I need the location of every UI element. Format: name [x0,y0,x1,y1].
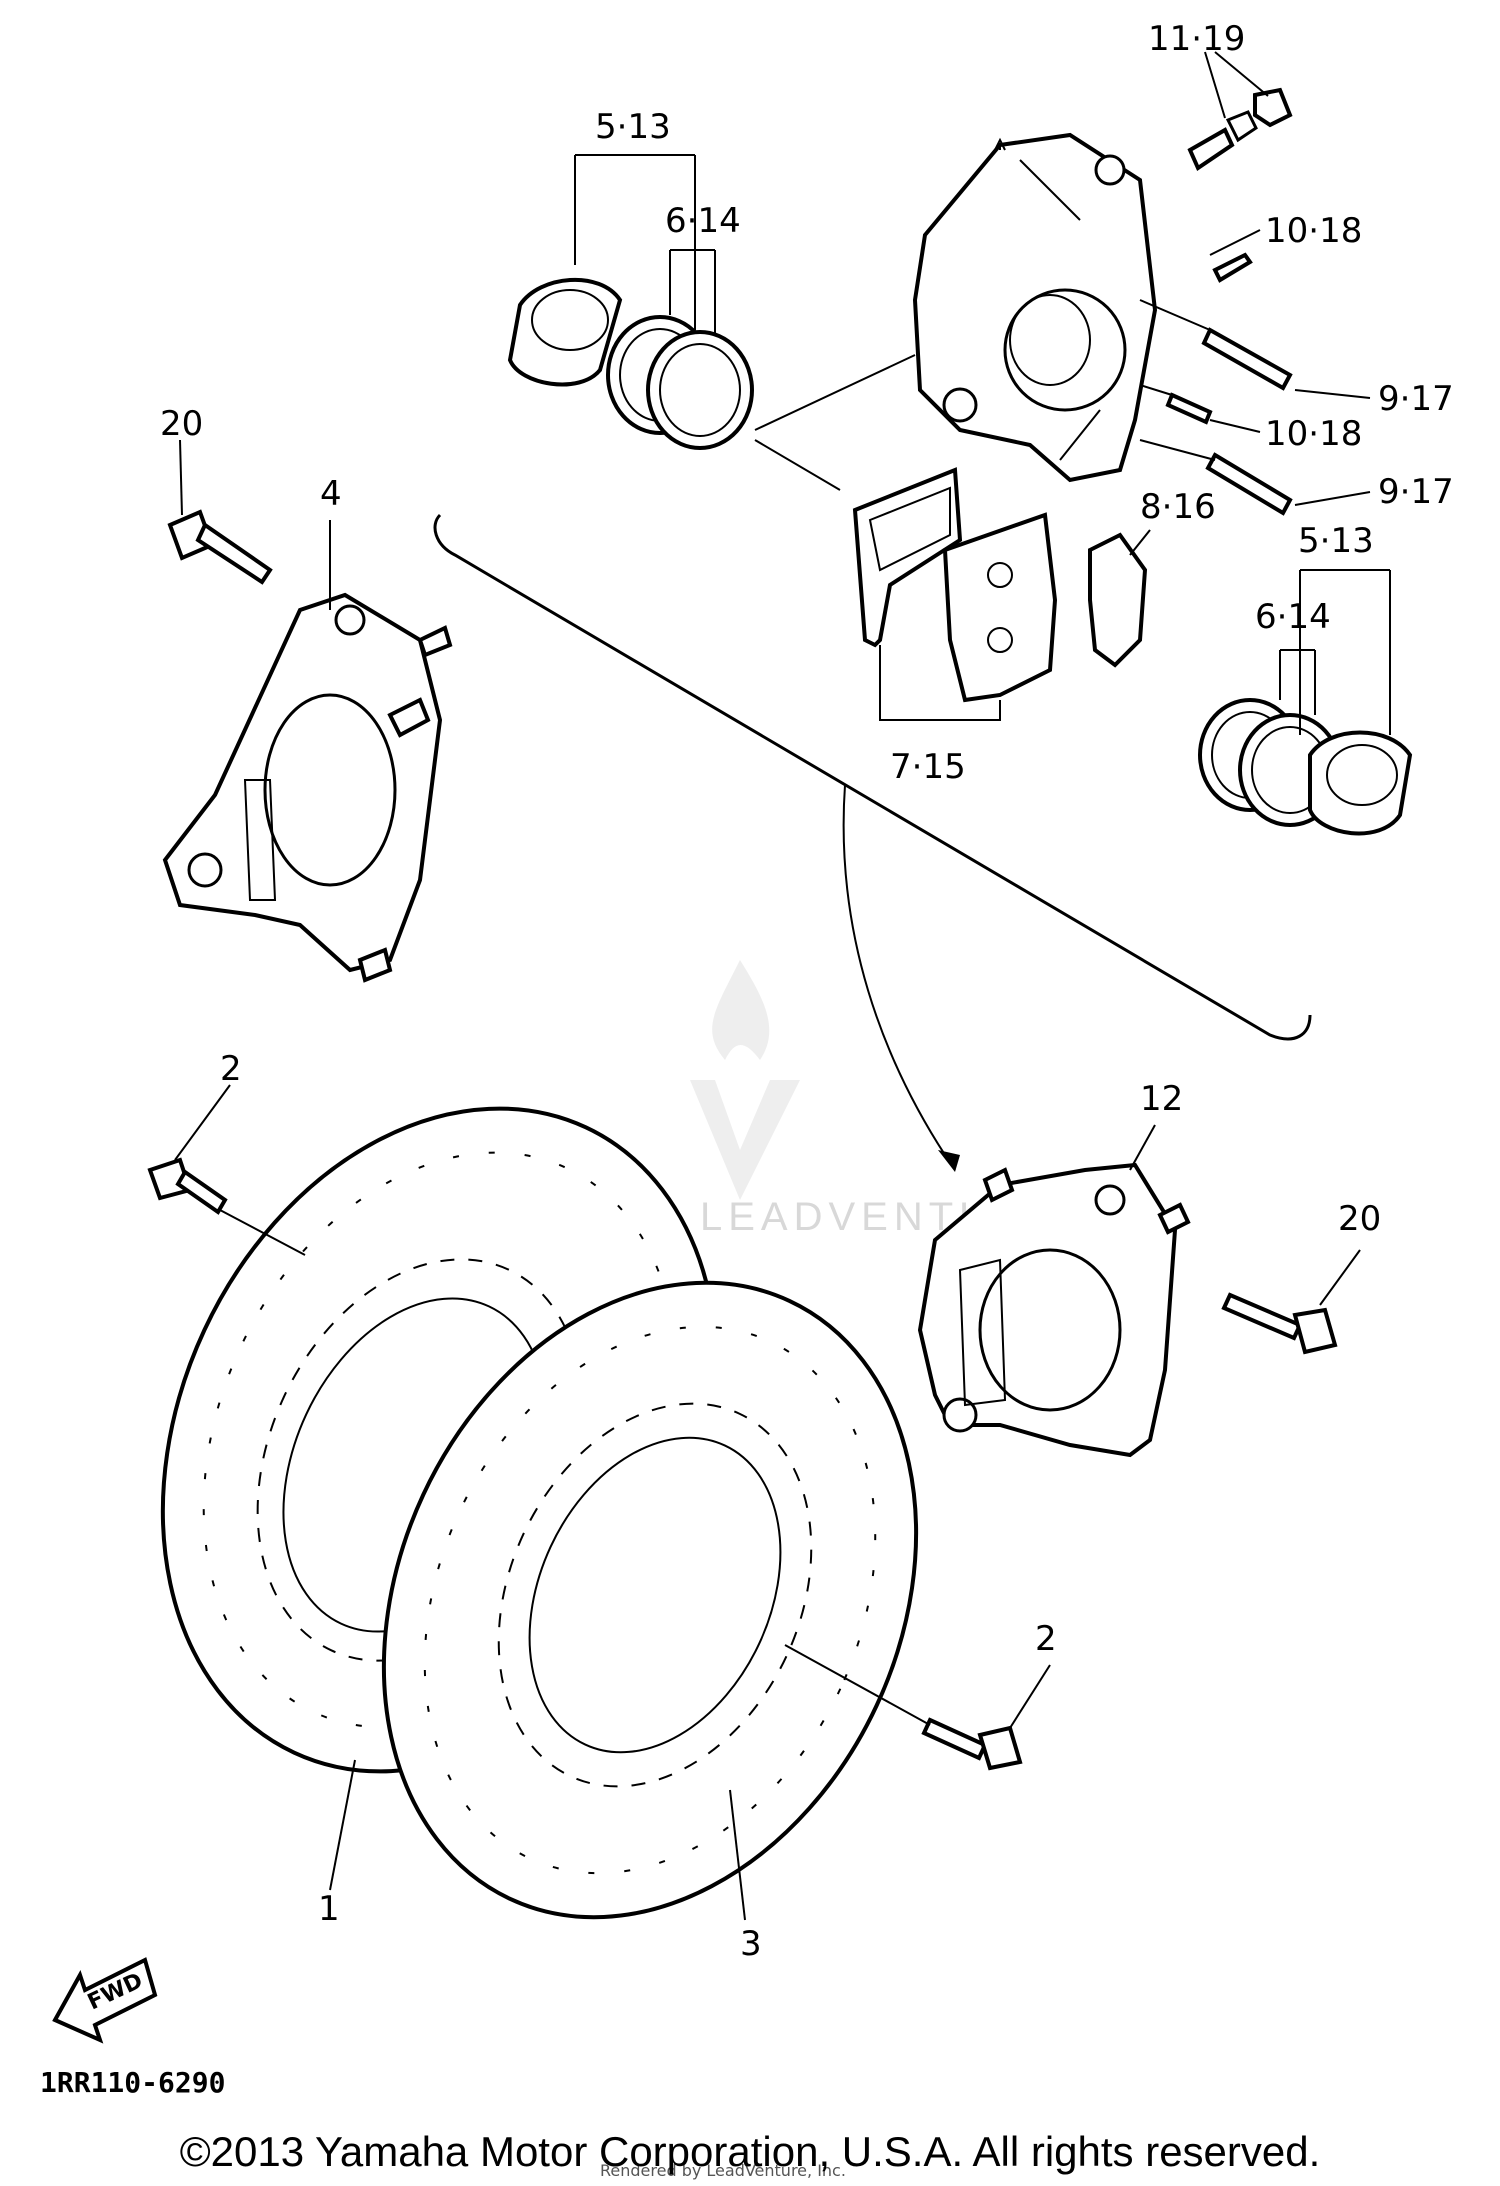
callout-2-right: 2 [1035,1619,1057,1659]
callout-8-16: 8·16 [1140,487,1216,527]
callout-20-left: 20 [160,404,203,444]
callout-9-17-b: 9·17 [1378,472,1454,512]
bracket-5-13-top [574,154,696,330]
leader-10-18-b [1139,384,1261,433]
callout-6-14-right: 6·14 [1255,597,1331,637]
callout-5-13-top: 5·13 [595,107,671,147]
leader-2-left [174,1084,306,1256]
callout-1: 1 [318,1889,340,1929]
leader-1 [329,1759,356,1891]
leader-2-right [784,1644,1051,1729]
brake-pad-front [852,467,963,648]
callout-6-14-top: 6·14 [665,201,741,241]
pad-pins-top [1165,252,1293,516]
leader-seals-to-caliper [754,354,916,491]
bracket-7-15 [879,645,1001,721]
group-bracket [433,513,1312,1041]
seals-top [606,315,754,450]
bolt-20-left [167,509,273,585]
brake-pad-back [942,512,1058,703]
assembly-arrow [842,784,956,1171]
leader-10-18-a [1209,229,1261,256]
bolt-2-left [147,1157,228,1215]
callout-3: 3 [740,1924,762,1964]
rendered-by-note: Rendered by LeadVenture, Inc. [600,2161,846,2180]
piston-right [1308,730,1413,836]
copyright-notice: ©2013 Yamaha Motor Corporation, U.S.A. A… [179,2128,1321,2175]
callout-9-17-a: 9·17 [1378,379,1454,419]
callout-7-15: 7·15 [890,747,966,787]
callout-10-18-b: 10·18 [1265,414,1362,454]
callout-20-right: 20 [1338,1199,1381,1239]
fwd-arrow-icon [52,1957,158,2044]
leader-12 [1129,1124,1156,1171]
pad-spring [1088,532,1148,668]
leader-3 [729,1789,746,1921]
bleed-screw [1187,87,1293,171]
leader-11-19 [1204,51,1269,119]
bracket-6-14-right [1279,649,1316,715]
diagram-code: 1RR110-6290 [40,2066,225,2099]
leader-9-17-a [1139,299,1371,399]
bolt-20-right [1221,1292,1338,1355]
callout-10-18-a: 10·18 [1265,211,1362,251]
callout-4: 4 [320,474,342,514]
piston-top [507,278,623,387]
leader-8-16 [1129,529,1151,556]
callout-11-19: 11·19 [1148,19,1245,59]
caliper-left [162,592,453,983]
leader-9-17-b [1139,439,1371,506]
callout-5-13-right: 5·13 [1298,521,1374,561]
watermark-logo [690,960,800,1200]
callout-12: 12 [1140,1079,1183,1119]
bracket-5-13-right [1299,569,1391,735]
bolt-2-right [921,1717,1023,1771]
callout-2-left: 2 [220,1049,242,1089]
caliper-right [917,1162,1191,1458]
brake-disc-3 [381,1280,919,1920]
leader-20-right [1319,1249,1361,1306]
leader-20-left [179,439,183,516]
bracket-6-14-top [669,249,716,335]
caliper-body-exploded [912,132,1158,483]
assembly-arrowhead [938,1150,960,1172]
